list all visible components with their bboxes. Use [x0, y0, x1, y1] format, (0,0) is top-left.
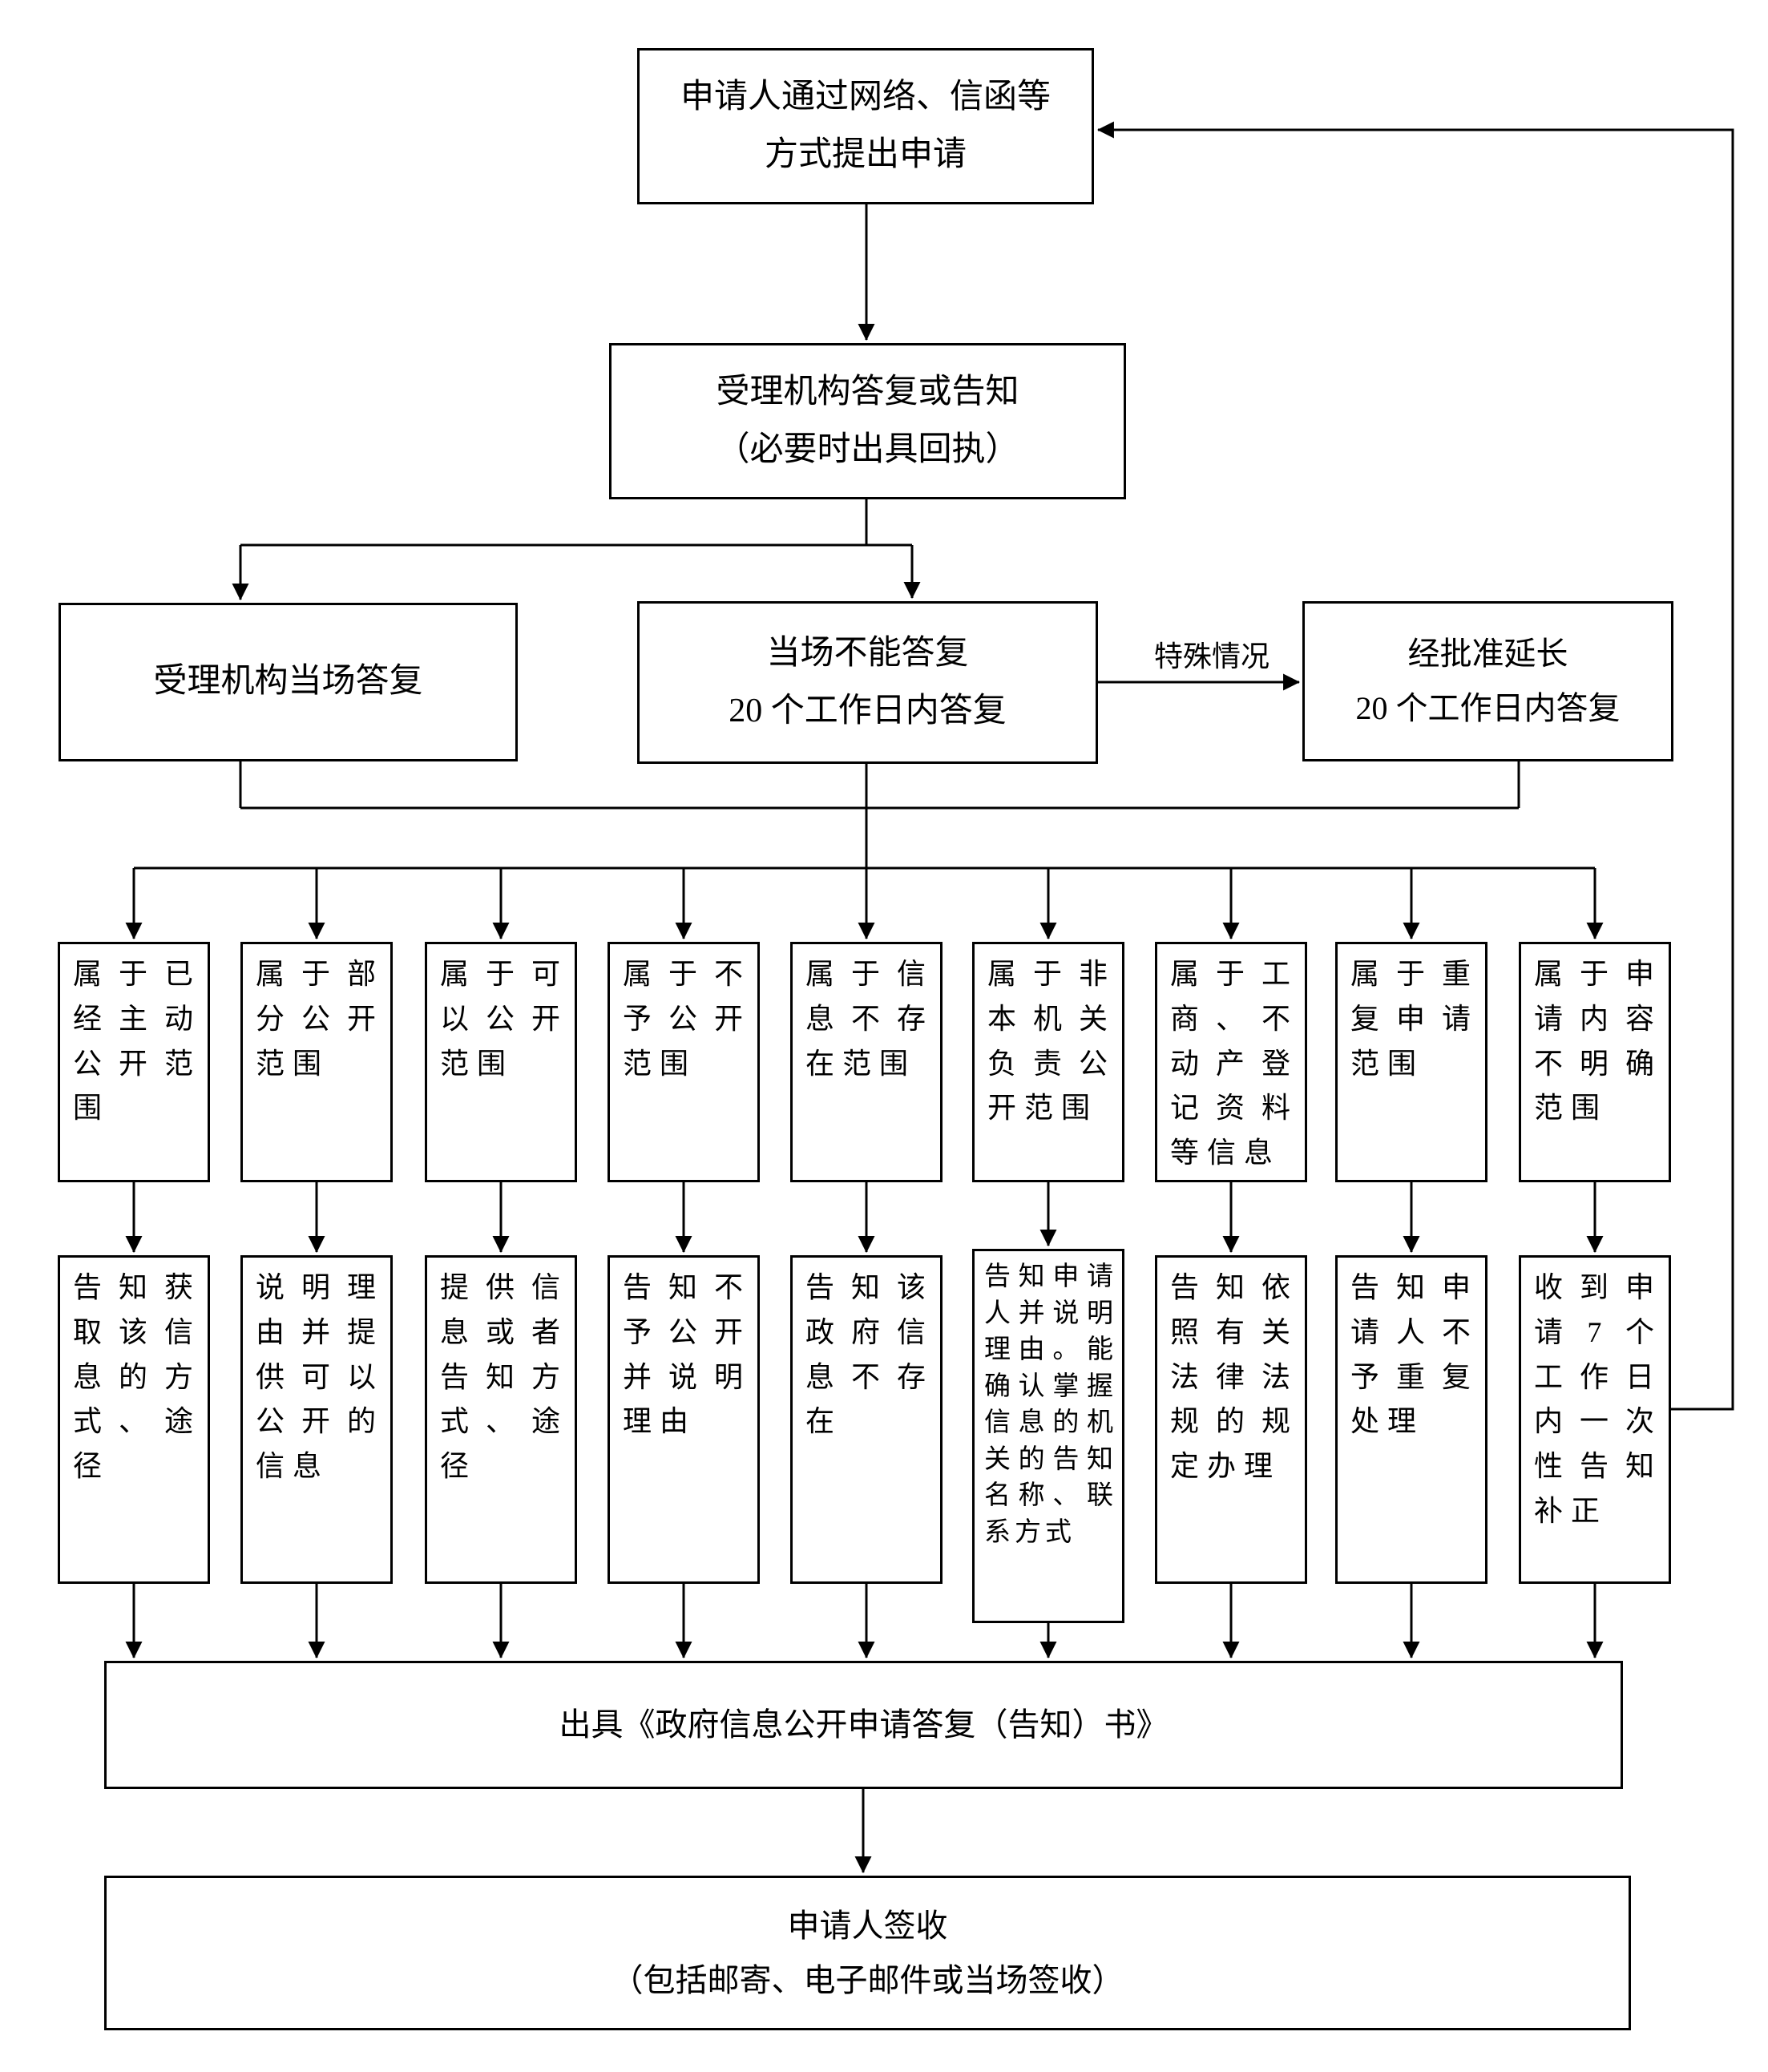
action-node-8: 告知申请人不予重复处理 [1335, 1255, 1487, 1584]
sign-receipt-node: 申请人签收 （包括邮寄、电子邮件或当场签收） [104, 1876, 1631, 2030]
issue-document-node: 出具《政府信息公开申请答复（告知）书》 [104, 1661, 1623, 1789]
category-node-9: 属于申请内容不明确范围 [1519, 942, 1671, 1182]
action-node-4: 告知不予公开并说明理由 [607, 1255, 760, 1584]
action-node-9: 收到申请 7 个工作日内一次性告知补正 [1519, 1255, 1671, 1584]
start-node: 申请人通过网络、信函等 方式提出申请 [637, 48, 1094, 204]
special-case-edge-label: 特殊情况 [1153, 640, 1269, 672]
action-node-5: 告知该政府信息不存在 [790, 1255, 943, 1584]
category-node-6: 属于非本机关负责公开范围 [972, 942, 1124, 1182]
category-node-7: 属于工商、不动产登记资料等信息 [1155, 942, 1307, 1182]
category-node-1: 属于已经主动公开范围 [58, 942, 210, 1182]
action-node-6: 告知申请人并说明理由。能确认掌握信息的机关的告知名称、联系方式 [972, 1249, 1124, 1623]
reply-node: 受理机构答复或告知 （必要时出具回执） [609, 343, 1126, 499]
extend-reply-node: 经批准延长 20 个工作日内答复 [1302, 601, 1673, 761]
category-node-2: 属于部分公开范围 [240, 942, 393, 1182]
action-node-2: 说明理由并提供可以公开的信息 [240, 1255, 393, 1584]
action-node-7: 告知依照有关法律法规的规定办理 [1155, 1255, 1307, 1584]
category-node-4: 属于不予公开范围 [607, 942, 760, 1182]
line-correction-feedback [1096, 121, 1734, 1411]
action-node-3: 提供信息或者告知方式、途径 [425, 1255, 577, 1584]
onspot-reply-node: 受理机构当场答复 [59, 603, 518, 761]
cannot-reply-node: 当场不能答复 20 个工作日内答复 [637, 601, 1098, 764]
action-node-1: 告知获取该信息的方式、途径 [58, 1255, 210, 1584]
category-node-8: 属于重复申请范围 [1335, 942, 1487, 1182]
category-node-3: 属于可以公开范围 [425, 942, 577, 1182]
category-node-5: 属于信息不存在范围 [790, 942, 943, 1182]
